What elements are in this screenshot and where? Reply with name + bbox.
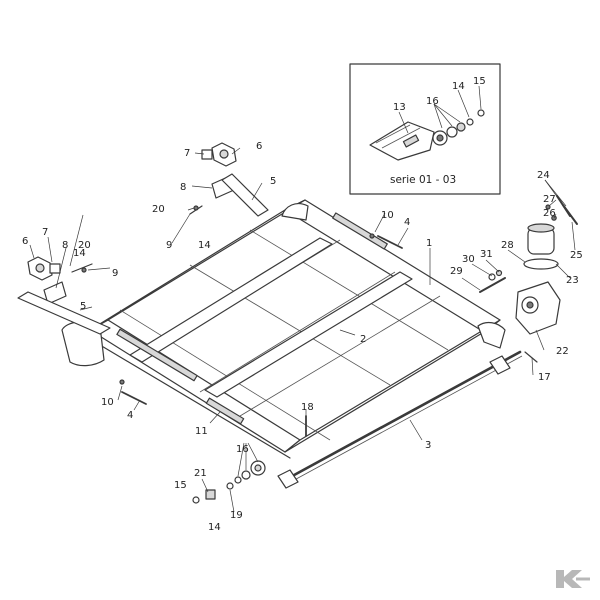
callout-18: 18 xyxy=(301,402,314,413)
callout-23: 23 xyxy=(566,275,579,286)
top-guard xyxy=(281,203,309,221)
callout-15-inset: 15 xyxy=(473,76,486,87)
leader-lines xyxy=(29,147,576,513)
inset-bracket xyxy=(369,121,435,161)
callout-19: 19 xyxy=(230,510,243,521)
callout-21: 21 xyxy=(194,468,207,479)
callout-28: 28 xyxy=(501,240,514,251)
shaft-sprocket-right xyxy=(489,355,511,375)
callout-14-inset: 14 xyxy=(452,81,465,92)
callout-5-top: 5 xyxy=(270,176,276,187)
callout-2: 2 xyxy=(360,334,366,345)
brand-k-logo xyxy=(552,568,592,590)
callout-1: 1 xyxy=(426,238,432,249)
callout-16-inset: 16 xyxy=(426,96,439,107)
callout-25: 25 xyxy=(570,250,583,261)
callout-30: 30 xyxy=(462,254,475,265)
callout-9-left: 9 xyxy=(112,268,118,279)
callout-24: 24 xyxy=(537,170,550,181)
callout-7-left: 7 xyxy=(42,227,48,238)
callout-14-top: 14 xyxy=(198,240,211,251)
callout-3: 3 xyxy=(425,440,431,451)
crossmember-right xyxy=(284,319,501,453)
k-logo-mark xyxy=(556,570,582,588)
arm-left xyxy=(17,291,111,335)
callout-4-near: 4 xyxy=(127,410,133,421)
main-frame xyxy=(61,199,506,459)
callout-10-near: 10 xyxy=(101,397,114,408)
gearbox-assembly xyxy=(479,195,578,335)
callout-16-bottom: 16 xyxy=(236,444,249,455)
inset-caption: serie 01 - 03 xyxy=(390,174,456,186)
inset-frame xyxy=(349,63,501,195)
right-guard xyxy=(477,321,506,349)
callout-8-top: 8 xyxy=(180,182,186,193)
callout-26: 26 xyxy=(543,208,556,219)
callout-8-left: 8 xyxy=(62,240,68,251)
gasket-23 xyxy=(523,258,559,270)
callout-22: 22 xyxy=(556,346,569,357)
shaft-sprocket-left xyxy=(277,469,299,489)
inset-detail: 13 16 14 15 serie 01 - 03 xyxy=(349,63,501,195)
callout-20-top: 20 xyxy=(152,204,165,215)
bottom-bearing-group xyxy=(119,233,403,504)
left-bearing-group xyxy=(17,256,111,335)
chain-slot-near xyxy=(116,328,198,382)
callout-5-left: 5 xyxy=(80,301,86,312)
callout-7-top: 7 xyxy=(184,148,190,159)
callout-17: 17 xyxy=(538,372,551,383)
arm-top xyxy=(221,173,269,217)
cross-tube-2 xyxy=(204,271,413,398)
cross-tube-1 xyxy=(129,237,333,363)
left-guard xyxy=(61,321,105,367)
callout-14-bottom: 14 xyxy=(208,522,221,533)
top-bearing-group xyxy=(189,142,269,217)
crossmember-left xyxy=(89,199,306,331)
callout-15-bottom: 15 xyxy=(174,480,187,491)
callout-14-left: 14 xyxy=(73,248,86,259)
callout-4-far: 4 xyxy=(404,217,410,228)
callouts: 1 2 3 4 4 5 5 6 6 7 7 8 8 9 9 10 10 11 1… xyxy=(22,141,583,533)
callout-11: 11 xyxy=(195,426,208,437)
callout-31: 31 xyxy=(480,249,493,260)
callout-6-top: 6 xyxy=(256,141,262,152)
callout-29: 29 xyxy=(450,266,463,277)
callout-10-far: 10 xyxy=(381,210,394,221)
callout-20-left: 20 xyxy=(78,240,91,251)
drive-shaft xyxy=(277,350,538,489)
callout-6-left: 6 xyxy=(22,236,28,247)
callout-13: 13 xyxy=(393,102,406,113)
chain-slot-far xyxy=(332,212,388,250)
callout-9-top: 9 xyxy=(166,240,172,251)
callout-27: 27 xyxy=(543,194,556,205)
